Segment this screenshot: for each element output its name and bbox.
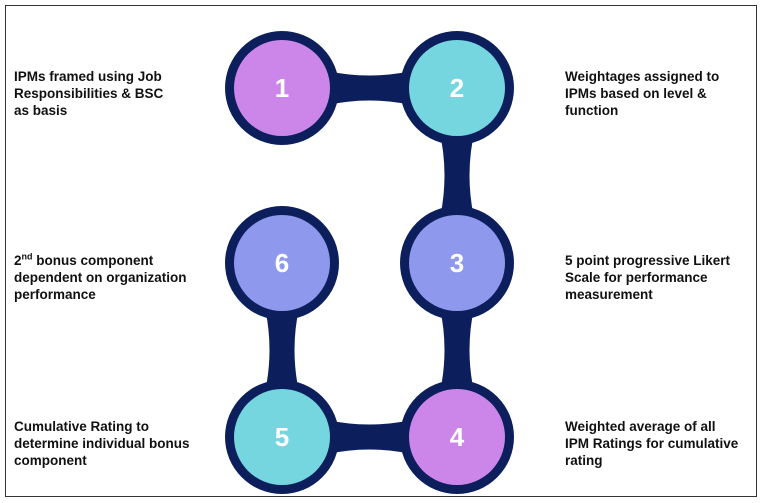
step-3-line-3: measurement: [565, 287, 653, 302]
step-3-number: 3: [450, 248, 464, 278]
step-6-ordinal: 2: [14, 253, 22, 268]
step-2-circle: [409, 40, 505, 136]
step-4-line-3: rating: [565, 453, 603, 468]
step-4-description: Weighted average of all IPM Ratings for …: [565, 418, 755, 469]
step-4-circle: [409, 389, 505, 485]
step-3-description: 5 point progressive Likert Scale for per…: [565, 252, 755, 303]
step-5-description: Cumulative Rating to determine individua…: [14, 418, 214, 469]
step-4-node: 4: [400, 380, 514, 494]
step-6-line-1: 2nd bonus component: [14, 252, 214, 269]
step-6-number: 6: [275, 248, 289, 278]
step-6-line-1-text: bonus component: [32, 253, 154, 268]
step-4-line-2: IPM Ratings for cumulative: [565, 436, 739, 451]
step-5-node: 5: [225, 380, 339, 494]
step-5-line-3: component: [14, 453, 87, 468]
step-1-line-2: Responsibilities & BSC: [14, 86, 164, 101]
step-1-circle: [234, 40, 330, 136]
step-3-line-1: 5 point progressive Likert: [565, 253, 731, 268]
step-5-line-1: Cumulative Rating to: [14, 419, 150, 434]
step-4-line-1: Weighted average of all: [565, 419, 716, 434]
diagram-frame: [5, 5, 757, 497]
step-1-description: IPMs framed using Job Responsibilities &…: [14, 68, 214, 119]
step-5-line-2: determine individual bonus: [14, 436, 190, 451]
step-2-description: Weightages assigned to IPMs based on lev…: [565, 68, 755, 119]
step-5-number: 5: [275, 422, 289, 452]
nodes: 1 2 3 4 5 6: [225, 31, 514, 494]
step-6-circle: [234, 215, 330, 311]
step-2-line-3: function: [565, 103, 619, 118]
step-4-number: 4: [450, 422, 465, 452]
step-2-node: 2: [400, 31, 514, 145]
step-3-node: 3: [400, 206, 514, 320]
step-3-circle: [409, 215, 505, 311]
step-2-line-1: Weightages assigned to: [565, 69, 720, 84]
step-1-line-3: as basis: [14, 103, 68, 118]
step-6-ordinal-suffix: nd: [21, 251, 33, 262]
step-1-node: 1: [225, 31, 339, 145]
step-6-line-3: performance: [14, 287, 96, 302]
step-1-number: 1: [275, 73, 289, 103]
step-6-line-2: dependent on organization: [14, 270, 187, 285]
step-6-node: 6: [225, 206, 339, 320]
step-2-number: 2: [450, 73, 464, 103]
step-3-line-2: Scale for performance: [565, 270, 708, 285]
step-2-line-2: IPMs based on level &: [565, 86, 707, 101]
step-6-description: 2nd bonus component dependent on organiz…: [14, 252, 214, 303]
step-5-circle: [234, 389, 330, 485]
step-1-line-1: IPMs framed using Job: [14, 69, 162, 84]
